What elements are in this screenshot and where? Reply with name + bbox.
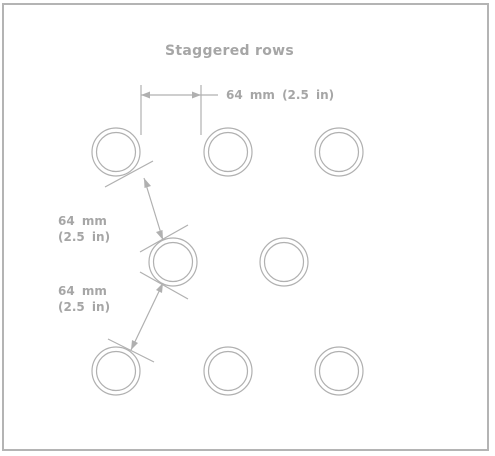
hole-row3-col2 (203, 346, 253, 396)
diagram-frame (2, 3, 489, 451)
lower-diagonal-dimension (107, 271, 189, 363)
lower-vertical-spacing-label: 64 mm (2.5 in) (58, 283, 110, 315)
diagram-title: Staggered rows (165, 43, 295, 59)
upper-diagonal-dimension (104, 160, 189, 253)
hole-row2-col1 (148, 237, 198, 287)
horizontal-spacing-label: 64 mm (2.5 in) (226, 88, 335, 102)
lower-spacing-imperial: (2.5 in) (58, 300, 111, 314)
upper-vertical-spacing-label: 64 mm (2.5 in) (58, 213, 110, 245)
horizontal-dimension (140, 85, 218, 135)
lower-spacing-metric: 64 mm (58, 284, 107, 298)
hole-row1-col2 (203, 127, 253, 177)
upper-spacing-imperial: (2.5 in) (58, 230, 111, 244)
upper-spacing-metric: 64 mm (58, 214, 107, 228)
hole-row2-col2 (259, 237, 309, 287)
hole-row1-col3 (314, 127, 364, 177)
hole-row3-col3 (314, 346, 364, 396)
hole-row3-col1 (91, 346, 141, 396)
hole-row1-col1 (91, 127, 141, 177)
